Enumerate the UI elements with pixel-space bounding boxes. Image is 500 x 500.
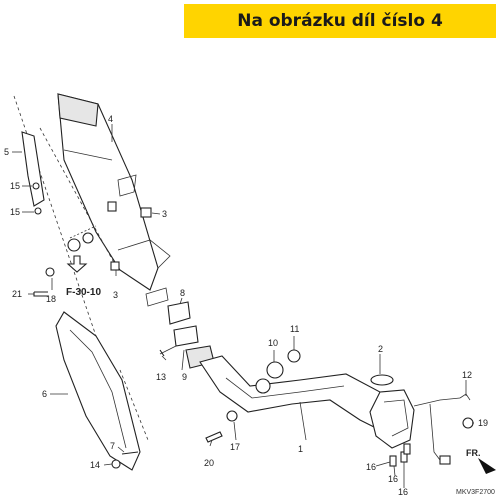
callout-16: 16 — [366, 462, 376, 472]
washer-part — [226, 410, 238, 422]
bolt-part — [159, 349, 165, 357]
collar-part — [140, 207, 152, 218]
callout-16: 16 — [398, 487, 408, 497]
part-number-banner: Na obrázku díl číslo 4 — [184, 4, 496, 38]
gasket-part — [370, 374, 394, 386]
bolt-part — [287, 349, 301, 363]
callout-7: 7 — [110, 441, 115, 451]
bolt-part — [32, 182, 40, 190]
callout-3: 3 — [113, 290, 118, 300]
exhaust-pipe-part — [199, 355, 393, 433]
stud-part — [403, 443, 411, 455]
callout-15: 15 — [10, 181, 20, 191]
callout-18: 18 — [46, 294, 56, 304]
rubber-mount-part — [82, 232, 94, 244]
callout-21: 21 — [12, 289, 22, 299]
bolt-part — [462, 417, 474, 429]
clamp-part — [266, 361, 284, 379]
callout-10: 10 — [268, 338, 278, 348]
callout-3: 3 — [162, 209, 167, 219]
callout-11: 11 — [290, 324, 299, 334]
callout-20: 20 — [204, 458, 214, 468]
bolt-part — [205, 431, 223, 443]
callout-6: 6 — [42, 389, 47, 399]
callout-14: 14 — [90, 460, 100, 470]
gasket-part — [167, 301, 191, 325]
collar-part — [110, 261, 120, 271]
callout-2: 2 — [378, 344, 383, 354]
bolt-part — [33, 291, 48, 297]
collar-part — [107, 201, 117, 212]
bolt-part — [121, 451, 139, 455]
rubber-mount-part — [67, 238, 81, 252]
callout-12: 12 — [462, 370, 472, 380]
washer-part — [45, 267, 55, 277]
callout-15: 15 — [10, 207, 20, 217]
callout-19: 19 — [478, 418, 488, 428]
sensor-wire — [459, 393, 471, 401]
nut-part — [111, 459, 121, 469]
callout-8: 8 — [180, 288, 185, 298]
callout-9: 9 — [182, 372, 187, 382]
bracket-part — [21, 131, 45, 207]
guide-line — [69, 225, 97, 239]
callout-17: 17 — [230, 442, 240, 452]
guide-line — [119, 369, 149, 441]
stud-part — [389, 455, 397, 467]
section-reference: F-30-10 — [66, 287, 101, 298]
callout-5: 5 — [4, 147, 9, 157]
bolt-part — [34, 207, 42, 215]
sensor-part — [439, 455, 451, 465]
callout-4: 4 — [108, 114, 113, 124]
sensor-wire — [413, 397, 461, 407]
diagram-code: MKV3F2700 — [456, 489, 495, 496]
muffler-part — [57, 93, 171, 307]
clamp-part — [255, 378, 271, 394]
section-arrow-icon — [66, 255, 88, 273]
leader-lines — [12, 124, 474, 488]
sensor-wire — [429, 403, 441, 461]
front-arrow-label: FR. — [466, 448, 481, 458]
joint-part — [173, 325, 199, 347]
callout-13: 13 — [156, 372, 166, 382]
front-arrow-icon — [478, 458, 496, 474]
callout-1: 1 — [298, 444, 303, 454]
callout-16: 16 — [388, 474, 398, 484]
banner-text: Na obrázku díl číslo 4 — [237, 11, 443, 31]
flange-part — [369, 389, 415, 449]
heat-shield-part — [55, 311, 141, 471]
